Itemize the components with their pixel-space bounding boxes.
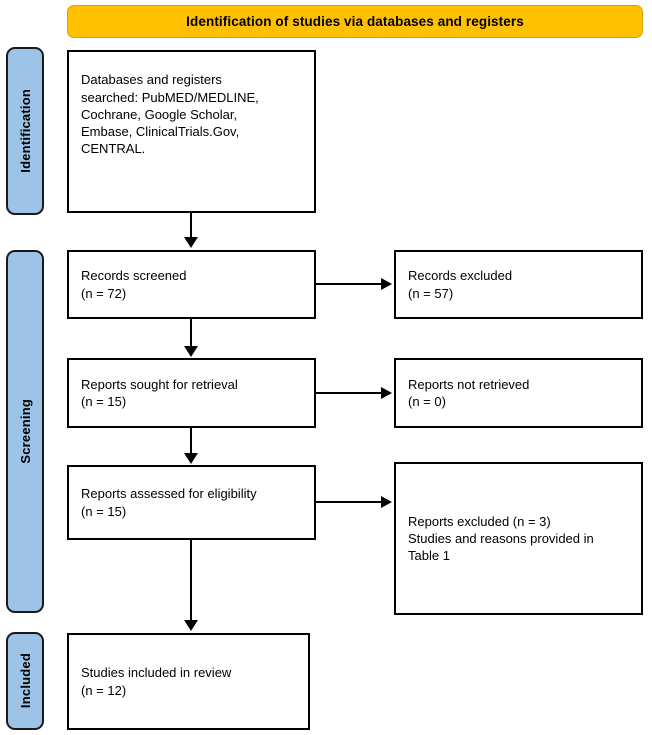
box-reports-sought-for-retrieval: Reports sought for retrieval (n = 15) bbox=[67, 358, 316, 428]
arrow-right-icon bbox=[381, 387, 392, 399]
connector-assessed-to-reports-excluded bbox=[316, 501, 384, 503]
box-records-excluded-text: Records excluded (n = 57) bbox=[408, 268, 513, 301]
box-databases-and-registers-text: Databases and registers searched: PubMED… bbox=[81, 72, 259, 157]
stage-label-included-text: Included bbox=[17, 653, 33, 709]
stage-label-screening: Screening bbox=[6, 250, 44, 613]
connector-assessed-to-included bbox=[190, 540, 192, 621]
connector-screened-to-records-excluded bbox=[316, 283, 384, 285]
arrow-right-icon bbox=[381, 496, 392, 508]
stage-label-identification: Identification bbox=[6, 47, 44, 215]
arrow-down-icon bbox=[184, 237, 198, 248]
arrow-down-icon bbox=[184, 453, 198, 464]
box-records-excluded: Records excluded (n = 57) bbox=[394, 250, 643, 319]
box-reports-sought-for-retrieval-text: Reports sought for retrieval (n = 15) bbox=[81, 376, 238, 409]
diagram-header-title: Identification of studies via databases … bbox=[186, 13, 524, 29]
box-studies-included-in-review: Studies included in review (n = 12) bbox=[67, 633, 310, 730]
stage-label-included: Included bbox=[6, 632, 44, 730]
box-reports-assessed-for-eligibility: Reports assessed for eligibility (n = 15… bbox=[67, 465, 316, 540]
connector-sought-to-assessed bbox=[190, 428, 192, 454]
box-reports-not-retrieved-text: Reports not retrieved (n = 0) bbox=[408, 376, 530, 409]
arrow-down-icon bbox=[184, 346, 198, 357]
arrow-down-icon bbox=[184, 620, 198, 631]
box-reports-excluded-text: Reports excluded (n = 3) Studies and rea… bbox=[408, 513, 594, 564]
box-reports-excluded: Reports excluded (n = 3) Studies and rea… bbox=[394, 462, 643, 615]
box-studies-included-in-review-text: Studies included in review (n = 12) bbox=[81, 665, 232, 698]
box-reports-assessed-for-eligibility-text: Reports assessed for eligibility (n = 15… bbox=[81, 486, 257, 519]
diagram-header-banner: Identification of studies via databases … bbox=[67, 5, 643, 38]
box-records-screened: Records screened (n = 72) bbox=[67, 250, 316, 319]
stage-label-screening-text: Screening bbox=[17, 399, 33, 464]
connector-sought-to-not-retrieved bbox=[316, 392, 384, 394]
connector-databases-to-screened bbox=[190, 213, 192, 238]
box-databases-and-registers: Databases and registers searched: PubMED… bbox=[67, 50, 316, 213]
stage-label-identification-text: Identification bbox=[17, 89, 33, 173]
box-reports-not-retrieved: Reports not retrieved (n = 0) bbox=[394, 358, 643, 428]
connector-screened-to-sought bbox=[190, 319, 192, 347]
box-records-screened-text: Records screened (n = 72) bbox=[81, 268, 187, 301]
arrow-right-icon bbox=[381, 278, 392, 290]
